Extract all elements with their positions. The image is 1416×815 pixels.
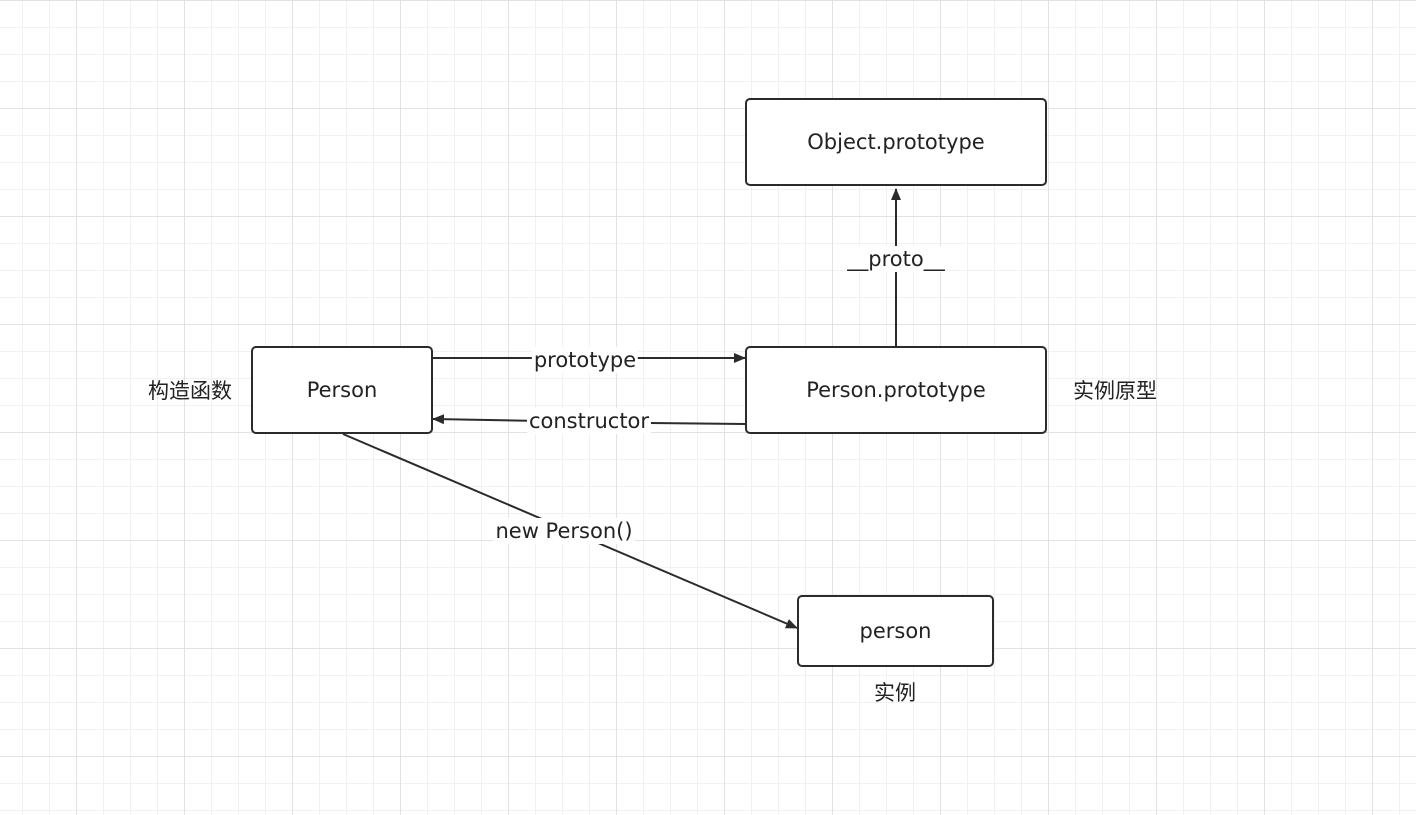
node-person-prototype[interactable]: Person.prototype <box>745 346 1047 434</box>
edge-label-new-person: new Person() <box>493 518 635 544</box>
node-person-constructor[interactable]: Person <box>251 346 433 434</box>
node-person-instance[interactable]: person <box>797 595 994 667</box>
edge-label-constructor: constructor <box>526 408 652 434</box>
annotation-constructor-function: 构造函数 <box>148 379 232 403</box>
node-object-prototype[interactable]: Object.prototype <box>745 98 1047 186</box>
edge-label-prototype: prototype <box>531 347 639 373</box>
edge-label-proto: __proto__ <box>845 246 947 272</box>
annotation-instance-prototype: 实例原型 <box>1073 379 1157 403</box>
annotation-instance: 实例 <box>874 681 916 705</box>
